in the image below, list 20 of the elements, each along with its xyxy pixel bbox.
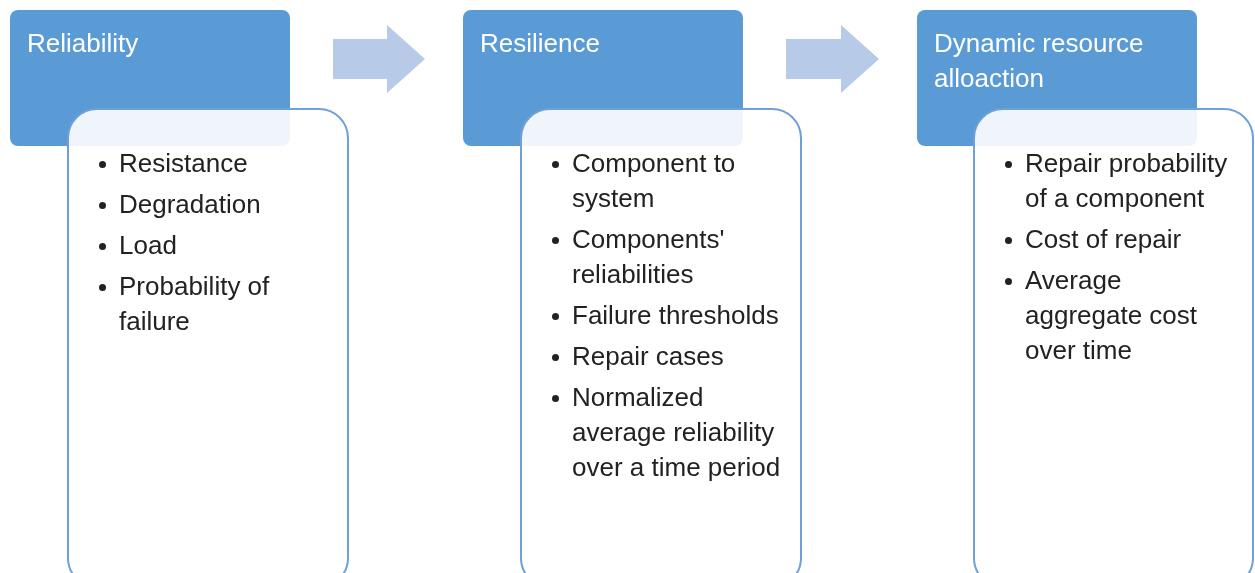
bullet-item: Normalized average reliability over a time period xyxy=(550,380,786,485)
bullet-item: Components' reliabilities xyxy=(550,222,786,292)
block-arrow xyxy=(333,25,425,93)
bullet-list-box xyxy=(520,108,802,573)
bullet-item: Load xyxy=(97,228,333,263)
bullet-item: Average aggregate cost over time xyxy=(1003,263,1238,368)
header-text: Resilience xyxy=(480,27,601,60)
header-text: Dynamic resource alloaction xyxy=(934,27,1145,95)
bullet-item: Degradation xyxy=(97,187,333,222)
block-arrow xyxy=(786,25,879,93)
bullet-item: Repair probability of a component xyxy=(1003,146,1238,216)
bullet-item: Probability of failure xyxy=(97,269,333,339)
bullet-list-box xyxy=(67,108,349,573)
bullet-list-box xyxy=(973,108,1254,573)
bullet-item: Cost of repair xyxy=(1003,222,1238,257)
bullet-item: Failure thresholds xyxy=(550,298,786,333)
bullet-item: Repair cases xyxy=(550,339,786,374)
bullet-item: Component to system xyxy=(550,146,786,216)
bullet-item: Resistance xyxy=(97,146,333,181)
header-text: Reliability xyxy=(27,27,140,60)
